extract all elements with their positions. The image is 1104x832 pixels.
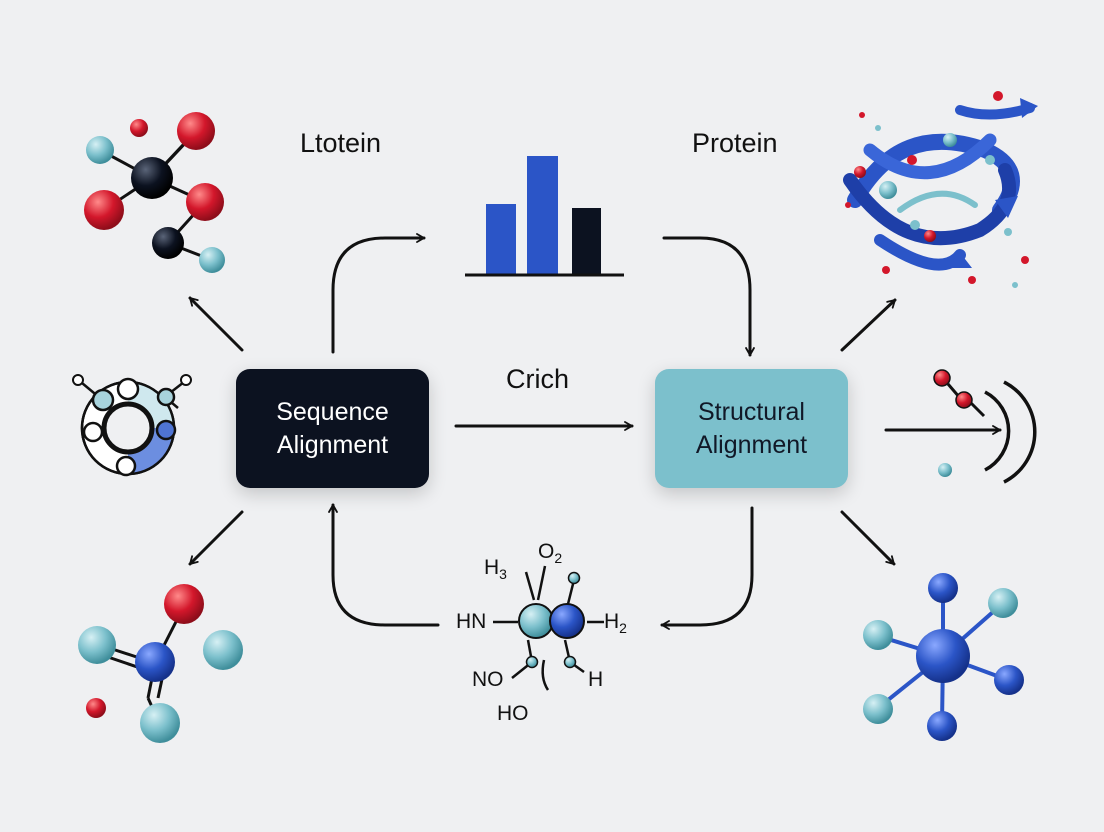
chem-label-hn: HN [456, 610, 487, 633]
chem-label-h2: H2 [604, 610, 627, 637]
chem-label-ho: HO [497, 702, 529, 725]
arrow-chart-to-struct [662, 236, 755, 357]
structural-alignment-node: Structural Alignment [655, 369, 848, 488]
arrow-chem-to-seq [328, 503, 440, 627]
label-center: Crich [506, 364, 570, 394]
molecule-icon [84, 112, 225, 273]
molecule-icon [78, 584, 243, 743]
arrow-struct-to-topright [840, 298, 897, 352]
bar-chart-icon [465, 156, 624, 277]
arrow-struct-to-bottomright [840, 510, 896, 566]
label-top-left: Ltotein [300, 128, 382, 158]
signal-arrow-icon [933, 369, 1037, 484]
arrow-seq-to-bottomleft [188, 510, 244, 566]
chem-label-h: H [588, 668, 604, 691]
chem-label-h3: H3 [484, 556, 507, 583]
arrow-seq-to-chart [331, 233, 426, 354]
sequence-node-line1: Sequence [276, 397, 389, 426]
chem-label-o2: O2 [538, 540, 563, 567]
network-molecule-icon [863, 573, 1024, 741]
chem-label-no: NO [472, 668, 504, 691]
flow-arrows [188, 233, 1002, 630]
chemical-structure-icon [493, 565, 604, 691]
protein-ribbon-icon [843, 91, 1038, 288]
arrow-seq-to-topleft [188, 296, 244, 352]
sequence-alignment-node: Sequence Alignment [236, 369, 429, 488]
ring-molecule-icon [72, 374, 192, 477]
sequence-node-line2: Alignment [276, 430, 389, 459]
structural-node-line1: Structural [698, 397, 805, 426]
arrow-struct-to-chem [660, 506, 754, 630]
label-top-right: Protein [692, 128, 778, 158]
structural-node-line2: Alignment [695, 430, 808, 459]
